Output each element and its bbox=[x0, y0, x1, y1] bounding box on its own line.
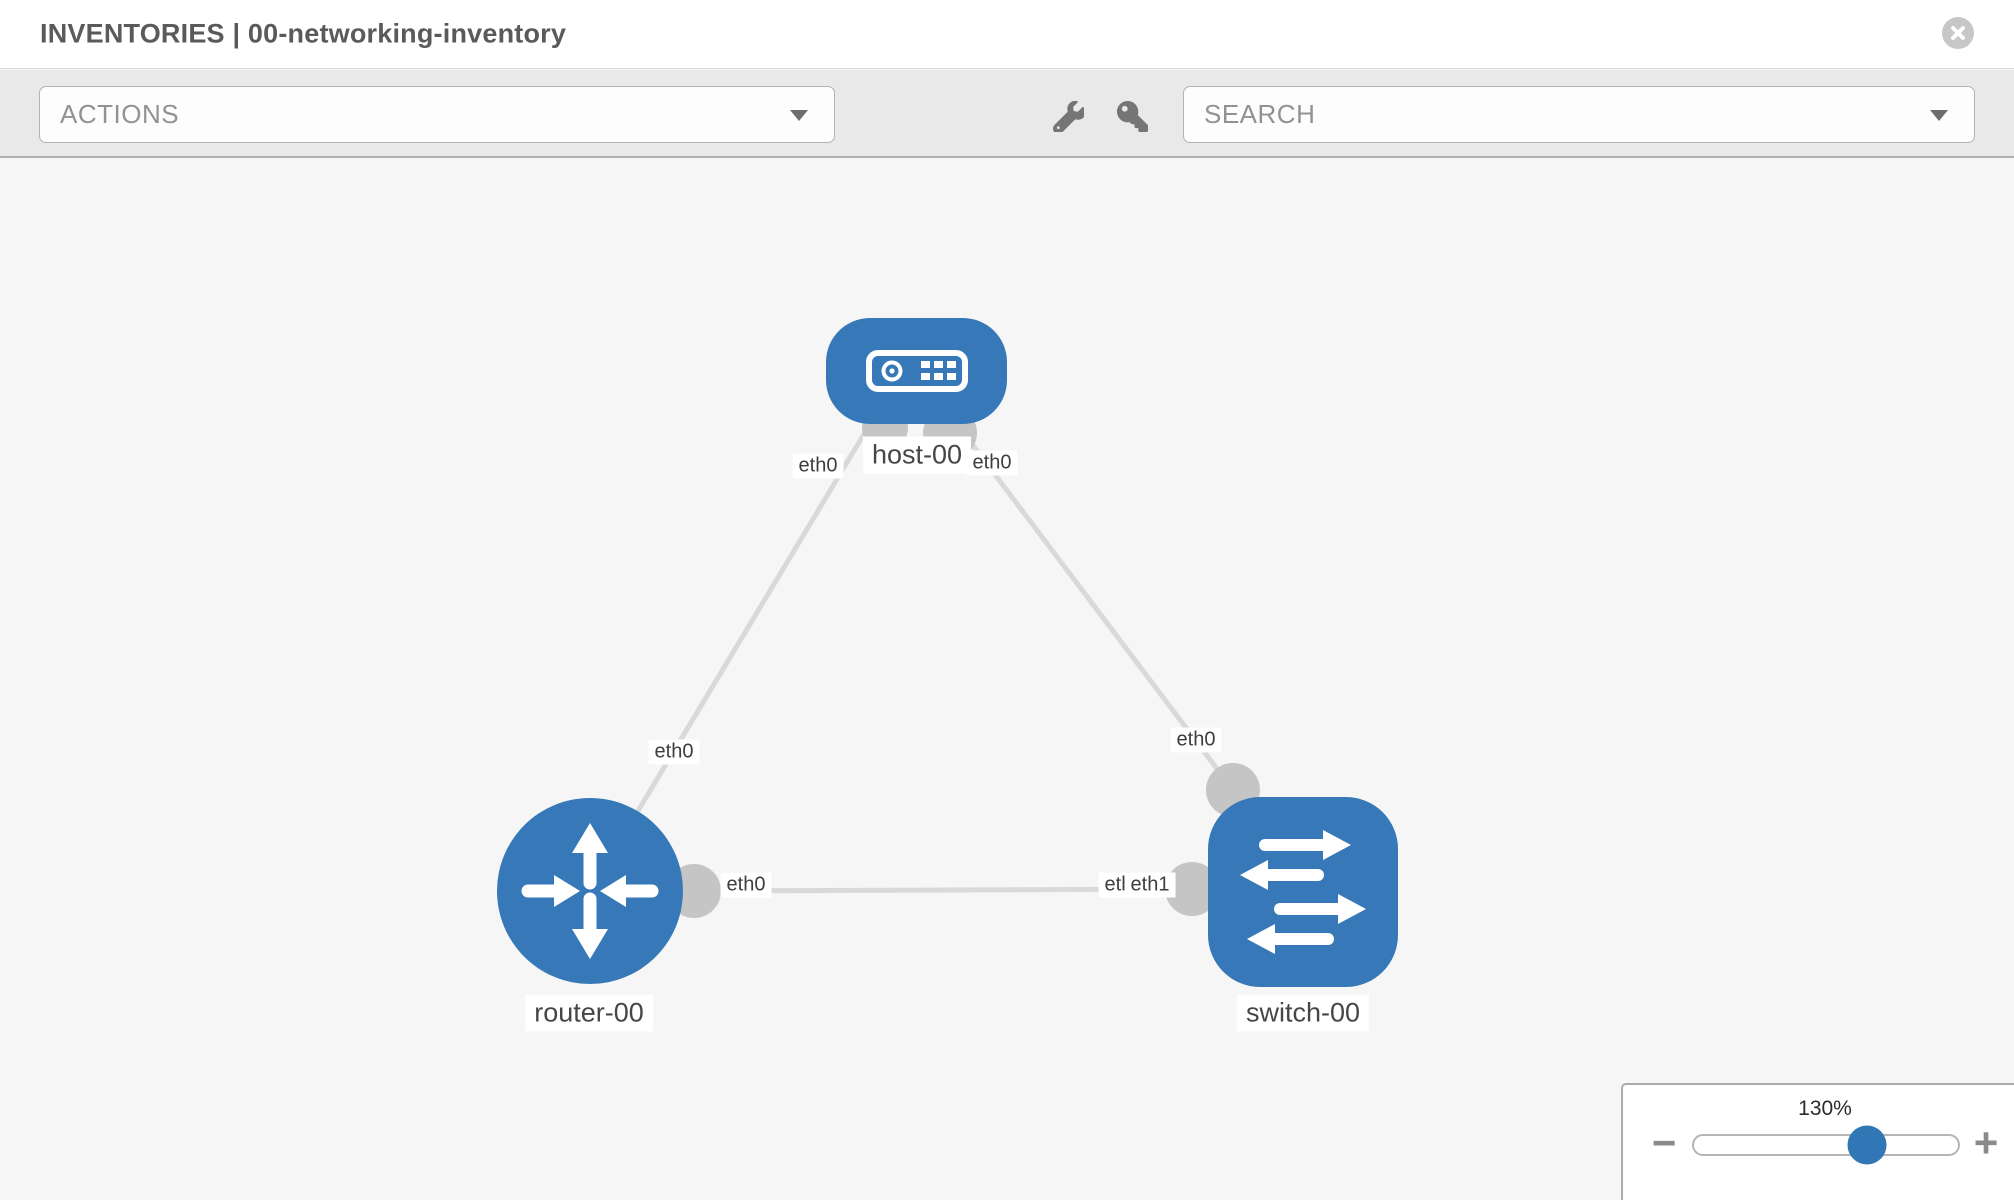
page-title-divider: | bbox=[232, 18, 241, 49]
search-dropdown-label: SEARCH bbox=[1204, 99, 1316, 129]
topology-canvas[interactable]: host-00 router-00 switch-00 eth0 eth0 et… bbox=[0, 160, 2014, 1200]
interface-label-switch-eth0-up: eth0 bbox=[1170, 727, 1222, 753]
toolbar: ACTIONS SEARCH bbox=[0, 70, 2014, 158]
actions-dropdown-label: ACTIONS bbox=[60, 99, 180, 129]
router-arrows-icon bbox=[521, 823, 659, 959]
wrench-icon bbox=[1052, 100, 1084, 132]
interface-label-router-eth0-up: eth0 bbox=[648, 739, 700, 765]
page-title-section: INVENTORIES bbox=[40, 18, 225, 49]
node-label-router: router-00 bbox=[525, 994, 653, 1032]
node-switch[interactable] bbox=[1208, 797, 1398, 987]
node-host[interactable] bbox=[826, 318, 1007, 424]
page-title: INVENTORIES | 00-networking-inventory bbox=[40, 19, 566, 50]
inventory-name: 00-networking-inventory bbox=[247, 18, 567, 49]
interface-label-switch-eth1: eth1 bbox=[1124, 872, 1176, 898]
zoom-slider-track[interactable] bbox=[1692, 1125, 1960, 1165]
caret-down-icon bbox=[790, 109, 808, 121]
search-dropdown[interactable]: SEARCH bbox=[1183, 86, 1975, 143]
close-button[interactable] bbox=[1942, 17, 1974, 49]
actions-dropdown[interactable]: ACTIONS bbox=[39, 86, 835, 143]
zoom-slider-thumb[interactable] bbox=[1847, 1125, 1887, 1165]
switch-arrows-icon bbox=[1240, 830, 1366, 954]
interface-label-host-eth0-left: eth0 bbox=[792, 453, 844, 479]
interface-label-host-eth0-right: eth0 bbox=[966, 450, 1018, 476]
node-label-switch: switch-00 bbox=[1236, 994, 1370, 1032]
caret-down-icon bbox=[1930, 109, 1948, 121]
node-router[interactable] bbox=[497, 798, 683, 984]
interface-label-router-eth0-side: eth0 bbox=[720, 872, 772, 898]
credentials-button[interactable] bbox=[1112, 98, 1152, 134]
server-icon bbox=[866, 350, 968, 392]
connector-switch-eth1 bbox=[1165, 862, 1219, 916]
zoom-out-button[interactable]: − bbox=[1651, 1119, 1677, 1166]
close-icon bbox=[1951, 26, 1965, 40]
node-label-host: host-00 bbox=[862, 436, 972, 474]
link-host-router[interactable] bbox=[587, 402, 885, 893]
key-icon bbox=[1116, 100, 1148, 132]
page-header: INVENTORIES | 00-networking-inventory bbox=[0, 0, 2014, 69]
tools-button[interactable] bbox=[1048, 98, 1088, 134]
zoom-in-button[interactable]: + bbox=[1973, 1119, 1999, 1166]
zoom-control-panel: 130% − + bbox=[1621, 1083, 2014, 1200]
zoom-level-value: 130% bbox=[1798, 1097, 1852, 1120]
